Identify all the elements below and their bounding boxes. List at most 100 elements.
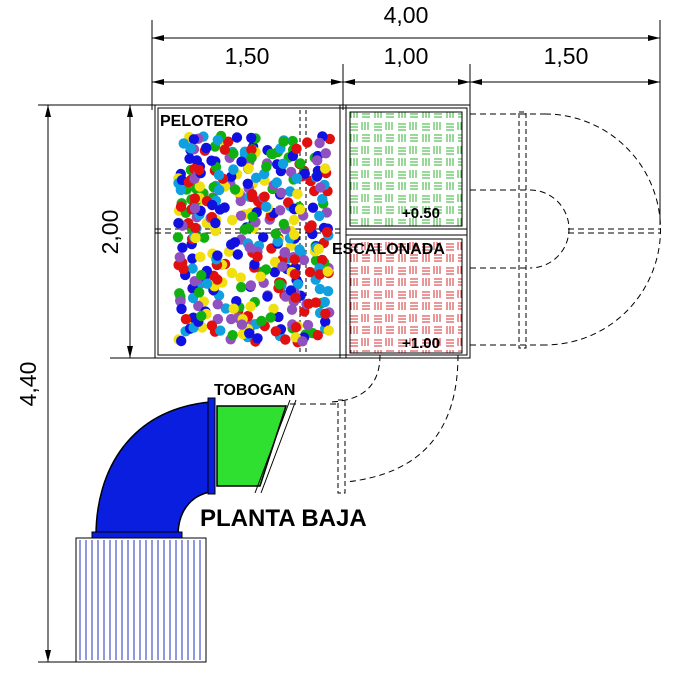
- ball: [277, 261, 288, 272]
- base-block: [75, 537, 207, 663]
- tobogan-label: TOBOGAN: [214, 382, 295, 399]
- ball: [274, 279, 285, 290]
- ball: [314, 269, 325, 280]
- ball: [276, 187, 287, 198]
- ball: [261, 161, 272, 172]
- ball: [184, 153, 195, 164]
- ball: [277, 158, 289, 169]
- ball: [312, 330, 323, 341]
- ball: [322, 286, 334, 297]
- ball: [289, 254, 300, 265]
- ball: [173, 218, 184, 229]
- ball: [215, 325, 226, 336]
- ball: [226, 267, 238, 279]
- ball: [236, 156, 247, 167]
- total-height-label: 4,40: [15, 362, 41, 407]
- ball: [260, 264, 272, 275]
- ball: [303, 298, 314, 309]
- ball: [290, 322, 302, 333]
- ball: [317, 254, 328, 266]
- ball: [255, 271, 266, 282]
- ball: [212, 299, 223, 310]
- ball: [174, 252, 185, 263]
- ball: [176, 335, 187, 347]
- ball: [244, 328, 255, 339]
- base-cap: [91, 531, 183, 539]
- ball: [189, 193, 201, 204]
- ball: [210, 225, 221, 237]
- ball: [312, 155, 323, 166]
- ball: [273, 311, 284, 323]
- ball: [252, 251, 263, 262]
- ball: [280, 334, 291, 345]
- ball: [245, 301, 256, 312]
- plan-title: PLANTA BAJA: [200, 505, 367, 532]
- ball: [319, 296, 330, 308]
- ball: [188, 134, 200, 145]
- upper-step-pad: [349, 111, 463, 227]
- ball: [239, 224, 250, 235]
- ball: [246, 152, 257, 163]
- slide-edge-2: [260, 399, 297, 494]
- ball: [299, 168, 310, 179]
- slide-chute: [216, 405, 288, 487]
- ball: [189, 276, 200, 287]
- ball: [187, 263, 198, 274]
- ball: [235, 195, 246, 207]
- ball: [247, 191, 258, 203]
- ball: [232, 249, 243, 260]
- ball: [242, 178, 253, 189]
- ball: [177, 242, 188, 253]
- ball: [185, 143, 196, 154]
- ball: [292, 188, 303, 200]
- ball: [246, 132, 257, 144]
- ball: [247, 211, 258, 222]
- slide: [95, 397, 297, 537]
- lower-level-label: +1.00: [402, 335, 440, 352]
- ball: [243, 163, 254, 174]
- ball: [245, 280, 257, 291]
- ball: [278, 136, 289, 147]
- slide-tube: [95, 401, 211, 537]
- ball: [289, 229, 300, 240]
- ball: [297, 336, 308, 347]
- ball: [252, 333, 263, 344]
- ball: [227, 214, 238, 226]
- ball: [314, 210, 325, 222]
- ball: [268, 303, 279, 314]
- ball: [322, 266, 333, 277]
- ball: [223, 136, 234, 147]
- ball: [256, 315, 267, 327]
- dimension-lines: [38, 20, 661, 663]
- ball: [210, 217, 221, 229]
- ball: [251, 172, 262, 183]
- segment-3-label: 1,50: [544, 43, 589, 69]
- ball: [314, 283, 326, 295]
- ball: [235, 272, 246, 283]
- ball: [287, 135, 298, 147]
- ball: [194, 181, 205, 192]
- ball: [201, 142, 212, 154]
- ball: [314, 137, 325, 149]
- ball: [288, 214, 300, 226]
- ball: [180, 314, 192, 325]
- ball: [206, 155, 217, 166]
- ball: [190, 232, 201, 244]
- ball: [317, 193, 328, 205]
- ball: [258, 232, 269, 243]
- ball: [190, 222, 201, 234]
- ball: [302, 137, 313, 148]
- ball: [195, 251, 206, 263]
- dimension-arrows: [45, 35, 660, 662]
- ball: [312, 171, 323, 182]
- ball: [279, 247, 290, 258]
- ball: [260, 201, 272, 212]
- ball: [227, 330, 238, 341]
- ball: [229, 184, 241, 195]
- ball: [290, 292, 301, 303]
- ball: [307, 202, 319, 213]
- ball: [175, 201, 187, 212]
- slide-edge: [254, 399, 291, 494]
- ball: [219, 202, 230, 213]
- ball: [194, 287, 205, 298]
